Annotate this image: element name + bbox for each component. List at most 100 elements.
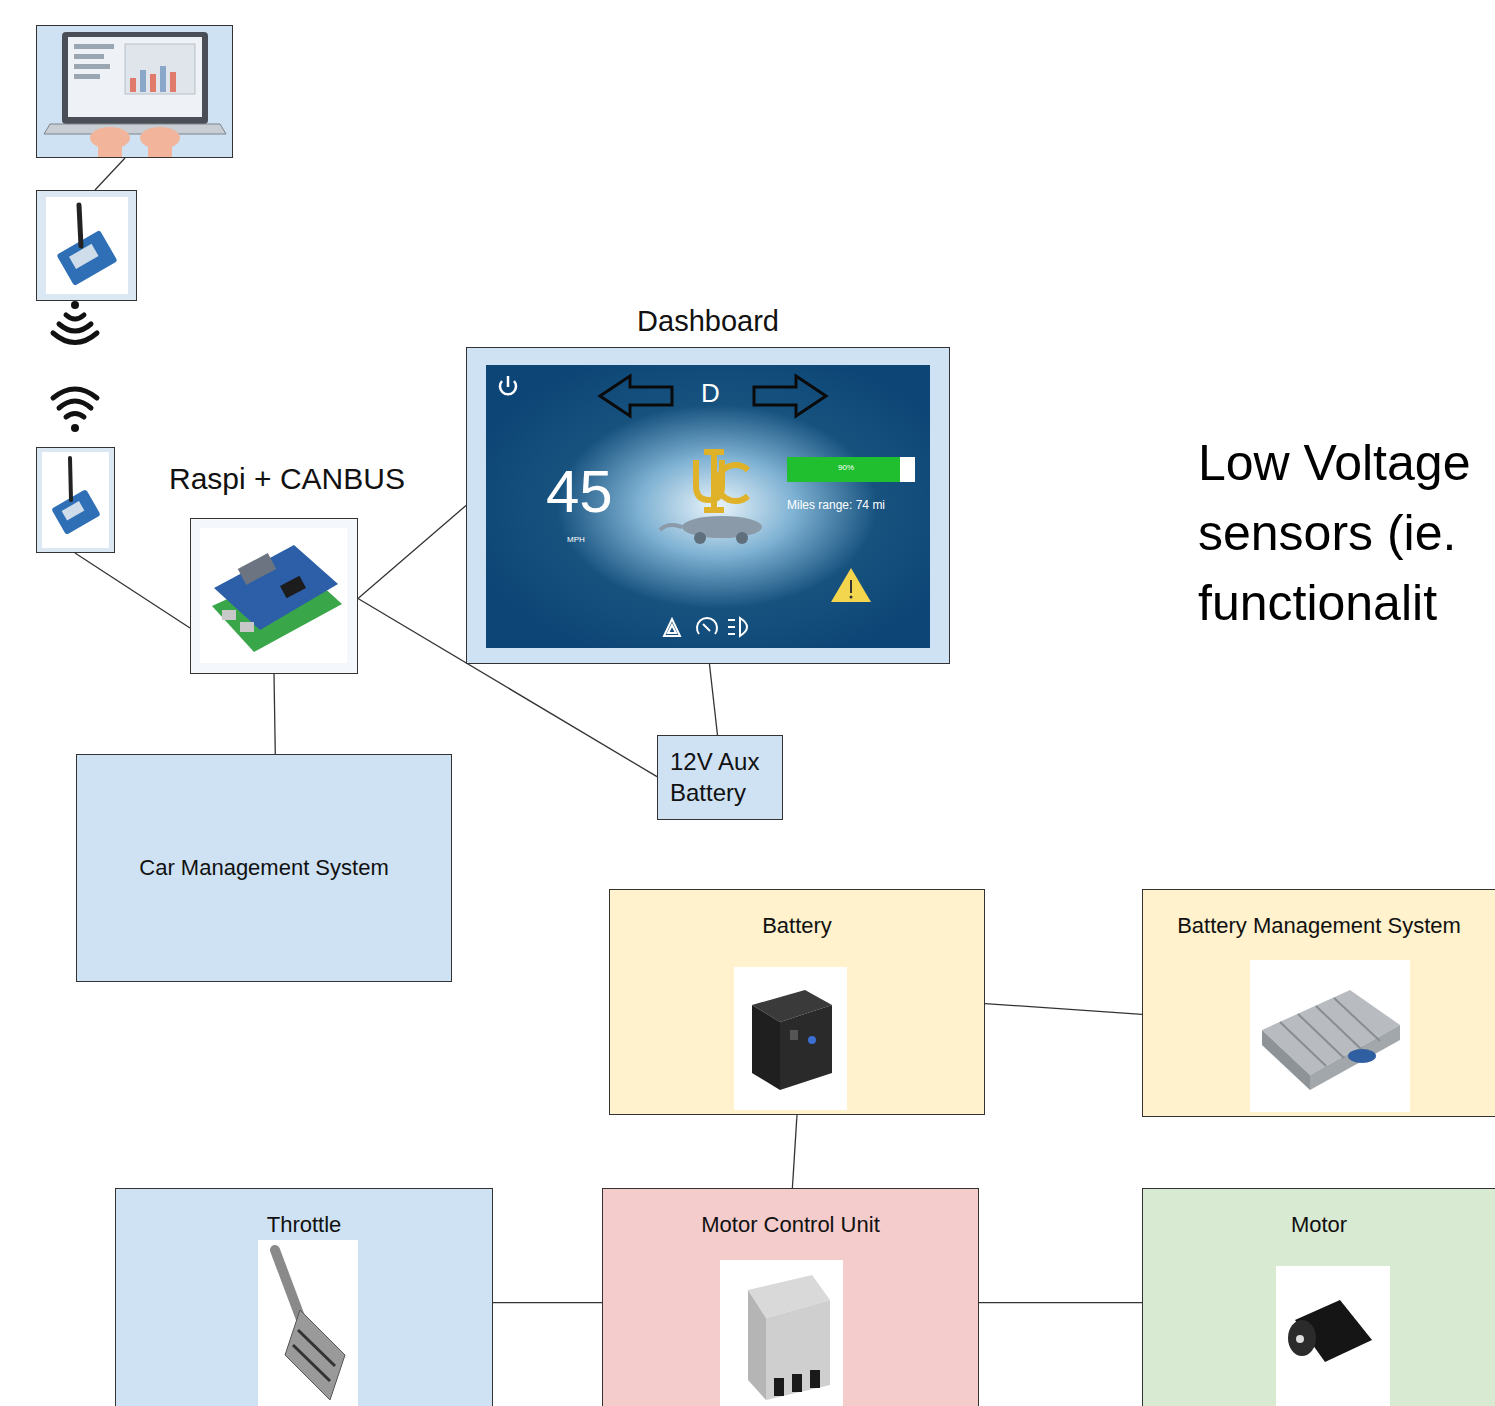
dashboard-screen [486,365,930,648]
node-title: Battery Management System [1177,912,1461,940]
range-readout: Miles range: 74 mi [787,499,885,511]
dashboard-screen [711,450,717,512]
motor-control-unit-picture [720,1260,843,1406]
raspberry-pi-picture [200,528,347,663]
dashboard-screen [728,619,735,621]
motor-picture [1288,1320,1316,1356]
dashboard-screen [787,457,915,482]
throttle-picture [293,1345,330,1381]
speed-readout: 45 [546,462,613,522]
xbee-radio-picture [69,244,99,269]
dashboard-screen [507,376,510,387]
laptop-picture [37,26,233,158]
dashboard-screen [740,618,747,636]
raspberry-pi-picture [200,528,347,663]
raspberry-pi-picture [214,545,338,630]
wireless-symbol [59,401,91,408]
node-title: Battery [762,912,832,940]
laptop-picture [125,44,195,94]
motor-control-unit-picture [792,1374,802,1392]
xbee-radio-picture [42,452,109,548]
unit-label: MPH [567,536,585,544]
motor-picture [1296,1335,1304,1343]
laptop-picture [37,26,233,158]
xbee-radio-picture [37,448,115,553]
component-box: Throttle [115,1188,493,1406]
raspberry-pi-picture [280,576,306,599]
connector-line [709,664,717,735]
dashboard-screen [664,619,680,636]
wireless-symbol [53,301,97,432]
wire [75,158,190,628]
xbee-radio-picture [46,197,128,294]
node-title: Throttle [267,1211,342,1239]
dashboard-screen [831,568,871,602]
note-text-holder: Low Voltage sensors (ie. functionalit [1198,428,1490,638]
battery-picture [752,990,832,1022]
laptop-picture [62,32,208,124]
xbee-radio-picture [56,230,117,286]
dashboard-screen [664,618,747,636]
node-title: 12V Aux Battery [670,746,770,808]
bms-picture [1262,1030,1310,1090]
dashboard-screen [728,633,735,635]
bms-picture [1316,1006,1362,1050]
system-box: Car Management System [76,754,452,982]
throttle-picture [258,1240,358,1406]
connector-line [792,1115,797,1188]
bms-picture [1280,998,1380,1066]
dashboard-screen [718,465,748,501]
raspberry-pi-picture [222,610,236,620]
laptop-picture [74,64,110,69]
wire [95,158,125,190]
xbee-radio-picture [62,501,85,521]
wire [75,553,190,628]
laptop-picture [148,140,172,157]
motor-control-unit-picture [720,1260,843,1406]
xbee-radio-picture [37,191,137,301]
dashboard-screen [600,376,672,416]
laptop-picture [140,127,180,149]
motor-control-unit-picture [748,1290,766,1400]
bms-picture [1298,1014,1344,1058]
dashboard-screen [682,516,762,538]
dashboard-screen [850,580,852,593]
throttle-picture [285,1310,345,1400]
laptop-picture [140,70,146,92]
component-box: Motor [1142,1188,1495,1406]
unit-label-holder: MPH [567,536,585,544]
laptop-picture [68,37,202,117]
bms-picture [1250,960,1410,1112]
dashboard-screen [697,618,717,634]
battery-box: 12V Aux Battery [657,735,783,820]
gear-indicator: D [701,380,720,406]
throttle-picture [298,1330,335,1366]
bms-picture [1348,1049,1376,1063]
speed-readout-holder: 45 [546,462,613,522]
dashboard-screen [704,449,724,455]
dashboard-screen [694,532,706,544]
xbee-radio-picture [56,230,117,286]
wireless-symbol [66,414,84,418]
range-readout-holder: Miles range: 74 mi [787,499,885,511]
motor-control-unit-picture [766,1300,830,1400]
node-title: Motor [1291,1211,1347,1239]
dashboard-screen [704,507,724,513]
charge-percent-holder: 90% [838,464,854,472]
laptop-picture [130,78,136,92]
dashboard-screen [754,376,826,416]
dashboard-screen [668,625,676,633]
motor-control-unit-picture [774,1378,784,1396]
laptop-picture [90,127,130,149]
raspberry-pi-picture [240,622,254,632]
motor-picture [1295,1300,1372,1362]
component-box: Motor Control Unit [602,1188,979,1406]
component-box: Battery [609,889,985,1115]
wireless-symbol [71,301,79,309]
node-title: Car Management System [139,854,388,882]
controller-box: Raspi + CANBUS [190,518,358,674]
dashboard-screen [736,532,748,544]
dashboard-screen [660,525,682,530]
dashboard-screen [728,626,735,628]
